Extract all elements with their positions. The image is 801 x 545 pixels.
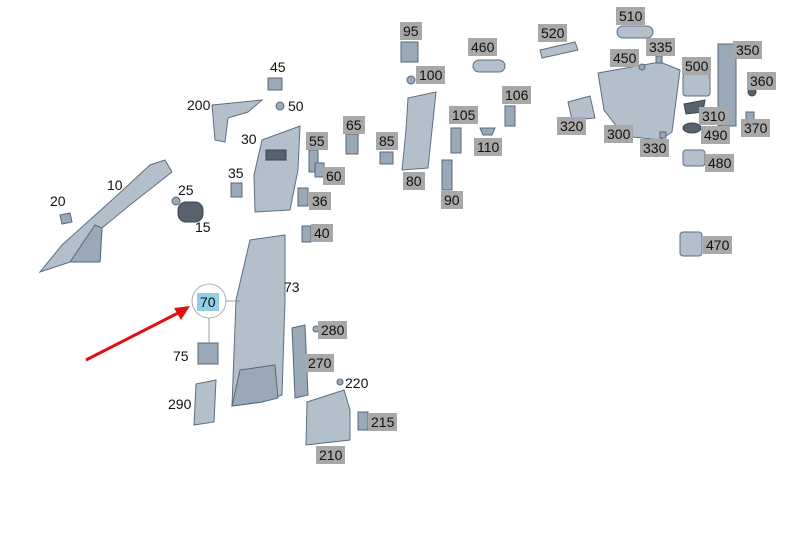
label-20[interactable]: 20 <box>50 193 66 209</box>
label-300[interactable]: 300 <box>604 125 634 143</box>
part-105-clip <box>450 127 462 154</box>
arrow-head <box>174 306 190 320</box>
label-35[interactable]: 35 <box>228 165 244 181</box>
arrow-line <box>85 310 181 362</box>
label-110[interactable]: 110 <box>474 138 503 156</box>
label-15[interactable]: 15 <box>195 219 211 235</box>
label-450[interactable]: 450 <box>610 49 640 67</box>
label-90[interactable]: 90 <box>441 191 463 209</box>
part-110-clip <box>479 127 496 136</box>
label-310[interactable]: 310 <box>699 107 729 125</box>
label-45[interactable]: 45 <box>270 59 286 75</box>
part-35-clip <box>230 182 243 198</box>
label-270[interactable]: 270 <box>305 354 335 372</box>
part-20-clip <box>59 212 73 225</box>
label-350[interactable]: 350 <box>733 41 763 59</box>
label-10[interactable]: 10 <box>107 177 123 193</box>
label-73[interactable]: 73 <box>284 279 300 295</box>
label-290[interactable]: 290 <box>168 396 192 412</box>
part-480-panel <box>682 149 706 167</box>
part-65-clip <box>345 133 359 155</box>
part-55-clip <box>308 149 319 173</box>
part-320-cover <box>567 95 596 121</box>
part-106-clip <box>504 105 516 127</box>
label-70[interactable]: 70 <box>197 293 219 311</box>
label-500[interactable]: 500 <box>682 57 712 75</box>
part-220-clip <box>336 378 344 386</box>
label-25[interactable]: 25 <box>178 182 194 198</box>
part-73-detail <box>231 364 279 407</box>
part-210-cover <box>305 389 351 446</box>
label-220[interactable]: 220 <box>345 375 369 391</box>
part-450-clip <box>638 63 646 71</box>
label-65[interactable]: 65 <box>343 116 365 134</box>
part-100-clip <box>406 75 416 85</box>
part-30-b-pillar-upper <box>253 125 301 213</box>
label-55[interactable]: 55 <box>306 132 328 150</box>
label-40[interactable]: 40 <box>311 224 333 242</box>
part-75-clip <box>197 342 219 365</box>
part-290-cover <box>193 379 217 426</box>
part-510-cover <box>616 25 654 39</box>
label-105[interactable]: 105 <box>449 106 479 124</box>
part-335-clip <box>655 55 663 64</box>
label-50[interactable]: 50 <box>288 98 304 114</box>
label-60[interactable]: 60 <box>323 167 345 185</box>
part-10-detail <box>69 224 103 263</box>
label-510[interactable]: 510 <box>616 7 646 25</box>
label-200[interactable]: 200 <box>187 97 211 113</box>
label-460[interactable]: 460 <box>468 38 498 56</box>
label-360[interactable]: 360 <box>747 72 777 90</box>
part-270-bracket <box>291 324 309 399</box>
label-330[interactable]: 330 <box>640 139 670 157</box>
part-15-handle <box>177 201 204 223</box>
part-50-screw <box>275 101 285 111</box>
label-370[interactable]: 370 <box>741 119 771 137</box>
label-75[interactable]: 75 <box>173 348 189 364</box>
part-200-bracket <box>211 99 264 143</box>
part-95-bracket <box>400 41 419 63</box>
part-30-opening <box>265 149 287 161</box>
label-215[interactable]: 215 <box>368 413 398 431</box>
part-36-clip <box>297 187 309 207</box>
label-30[interactable]: 30 <box>241 131 257 147</box>
part-80-pillar-trim <box>401 91 437 171</box>
label-490[interactable]: 490 <box>701 126 731 144</box>
label-470[interactable]: 470 <box>703 236 733 254</box>
label-480[interactable]: 480 <box>705 154 735 172</box>
part-215-clip <box>357 411 369 431</box>
label-36[interactable]: 36 <box>309 192 331 210</box>
label-280[interactable]: 280 <box>318 321 348 339</box>
part-470-panel <box>679 231 703 257</box>
part-520-cover <box>539 41 579 59</box>
label-80[interactable]: 80 <box>403 172 425 190</box>
label-95[interactable]: 95 <box>400 22 422 40</box>
part-85-clip <box>379 151 394 165</box>
part-500-panel <box>682 73 711 97</box>
label-335[interactable]: 335 <box>646 38 676 56</box>
part-330-clip <box>659 131 667 139</box>
part-10-a-pillar-trim <box>38 159 173 274</box>
part-90-clip <box>441 159 453 191</box>
part-25-screw <box>171 196 181 206</box>
label-106[interactable]: 106 <box>502 86 532 104</box>
label-520[interactable]: 520 <box>538 24 568 42</box>
part-40-clip <box>301 225 312 243</box>
label-100[interactable]: 100 <box>416 66 446 84</box>
part-460-cover <box>472 59 506 73</box>
part-45-clip <box>267 77 283 91</box>
label-210[interactable]: 210 <box>316 446 346 464</box>
label-85[interactable]: 85 <box>376 132 398 150</box>
label-320[interactable]: 320 <box>557 117 587 135</box>
